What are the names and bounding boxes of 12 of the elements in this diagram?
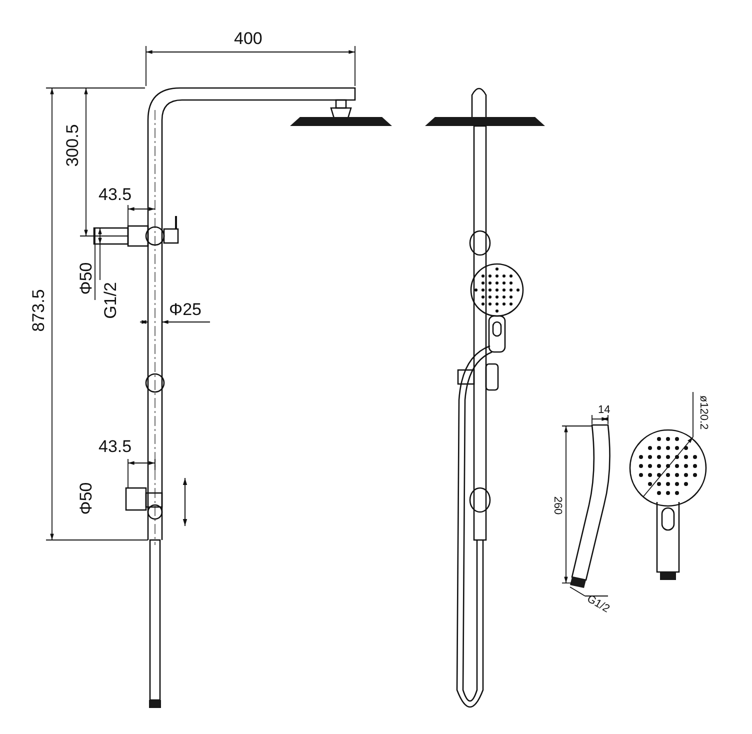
dimension-value: Φ25 [169,300,202,318]
dimension-value: Φ50 [78,482,95,514]
dimension-value: 300.5 [63,124,80,166]
dimension-value: 260 [552,496,563,514]
dimension-value: Φ50 [78,262,95,294]
dimension-value: 43.5 [98,438,132,454]
dimension-value: 873.5 [29,288,46,332]
dimension-value: G1/2 [101,282,118,318]
dimension-value: 14 [598,404,610,416]
dimension-value: 43.5 [98,186,132,202]
dimension-value: 400 [234,30,262,46]
dimension-value: ø120.2 [698,394,709,430]
